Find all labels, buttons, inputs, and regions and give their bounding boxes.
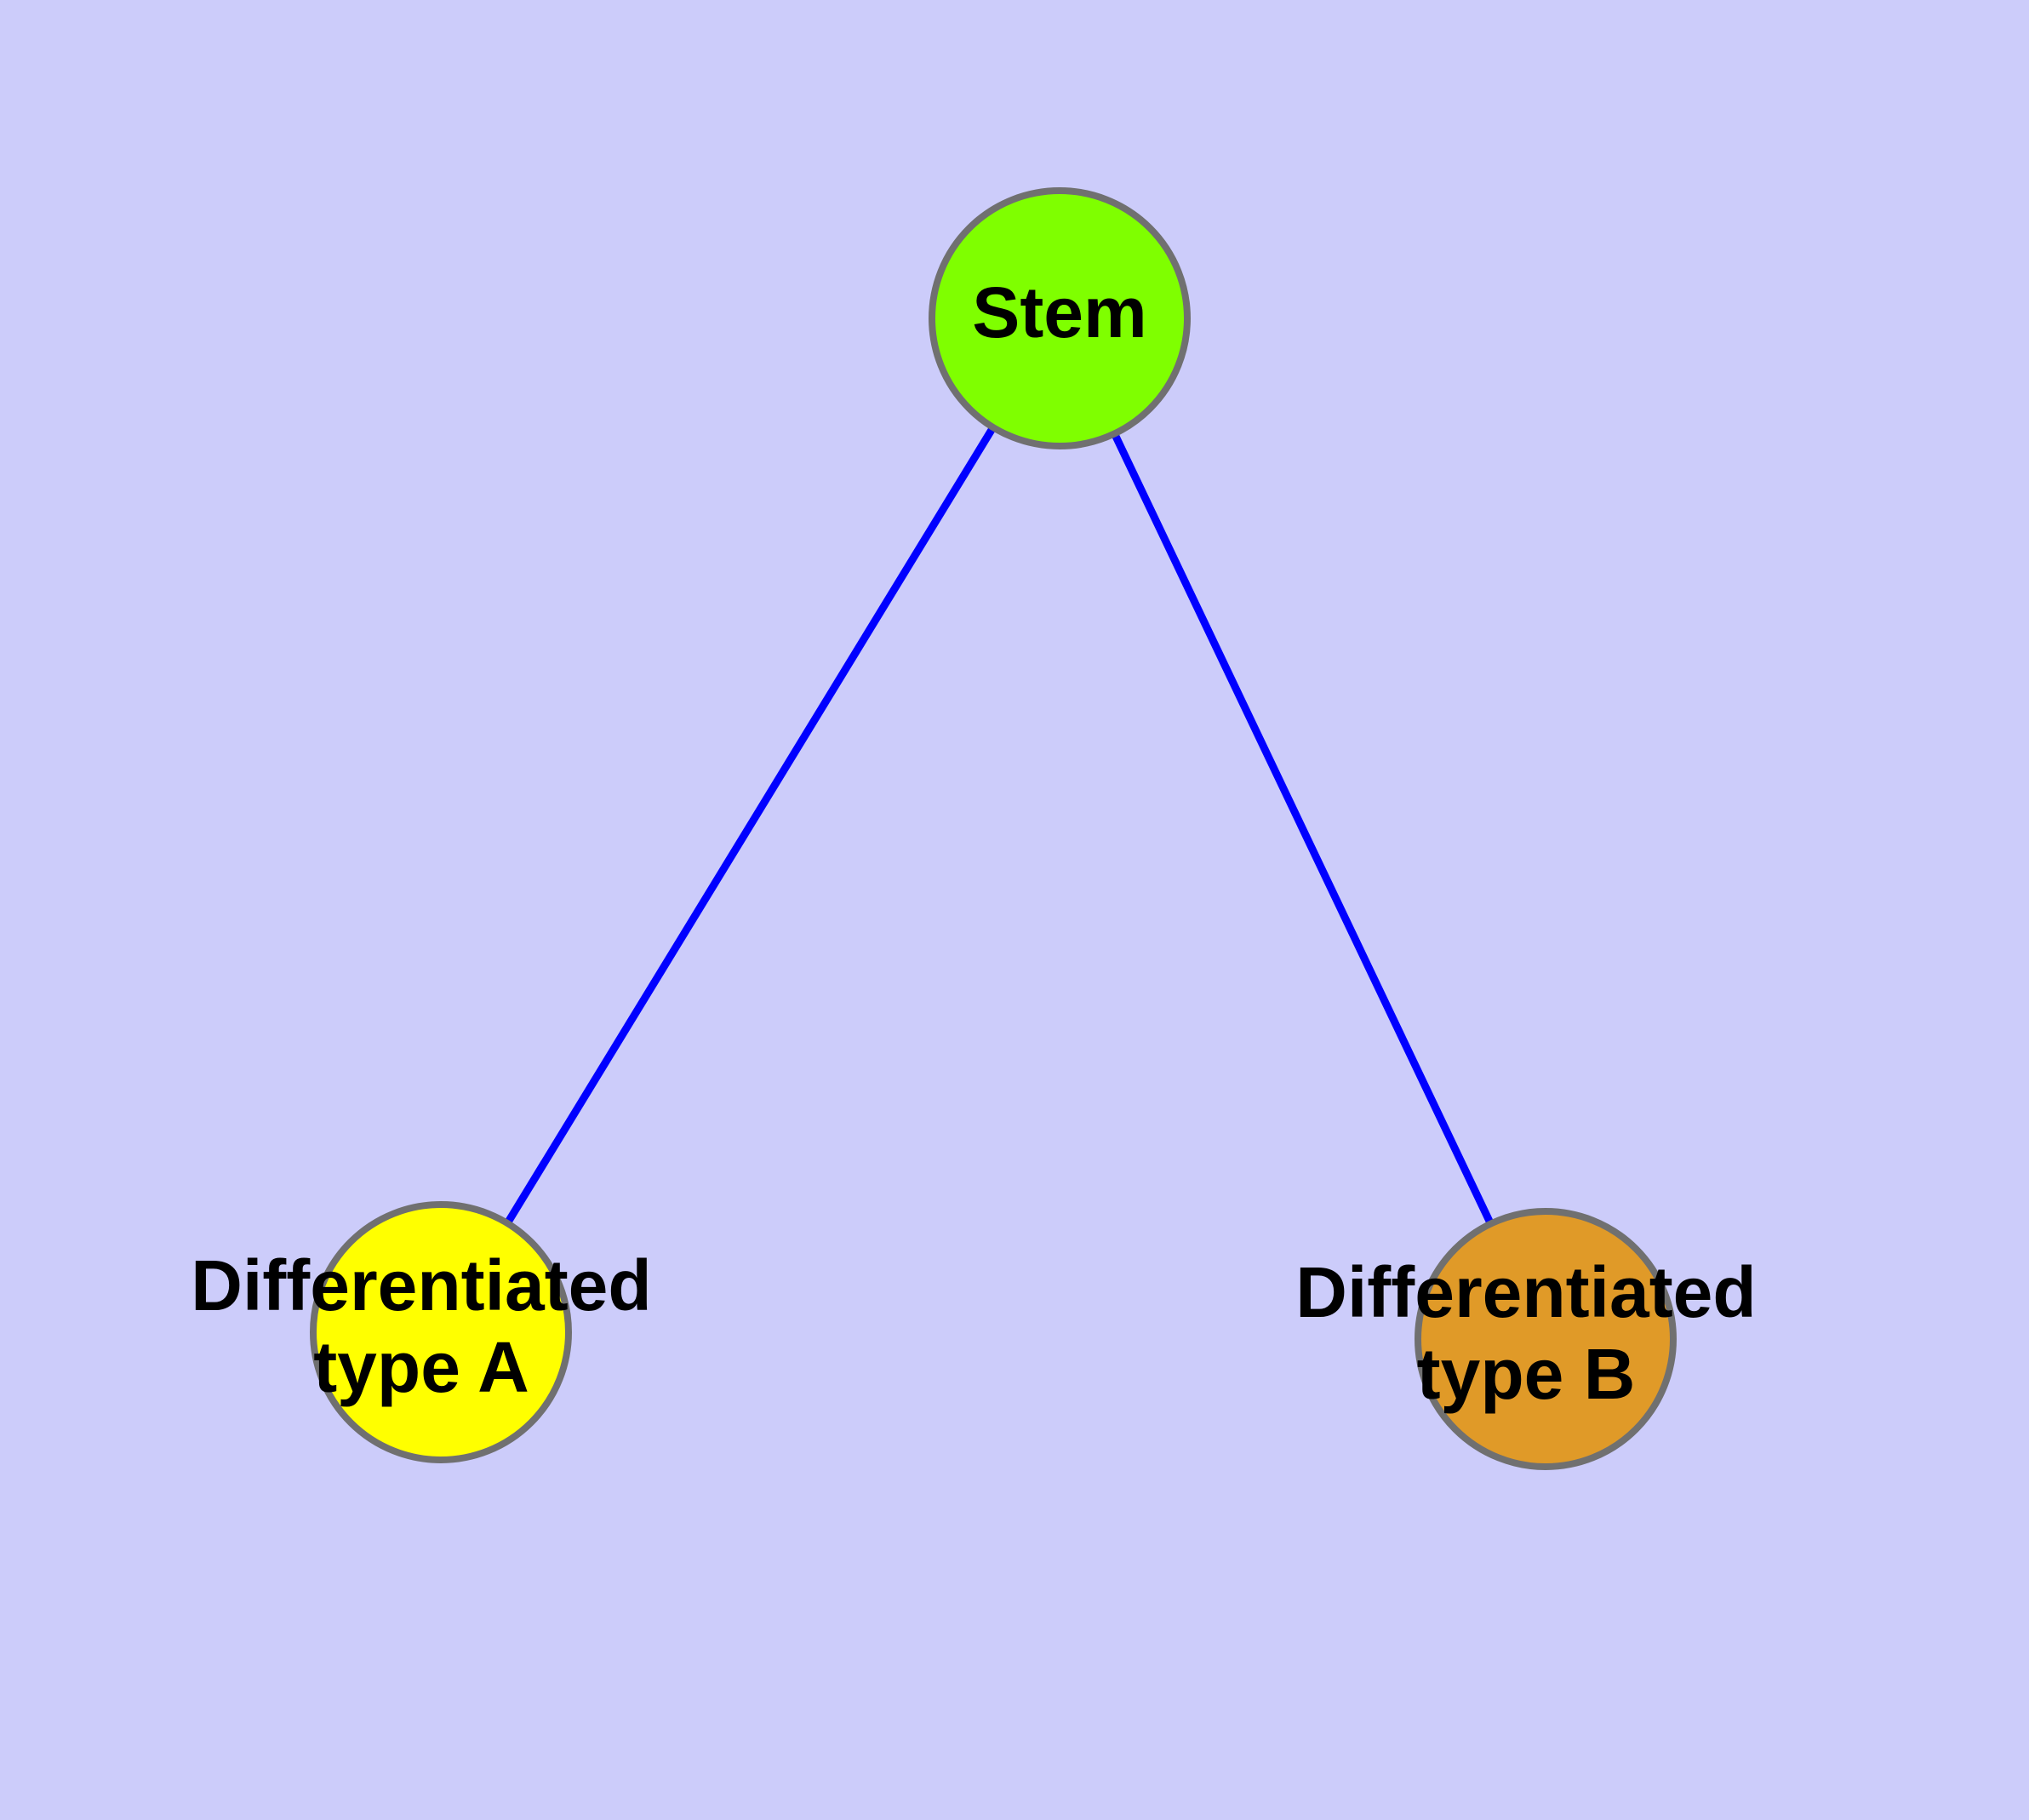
node-label-line: Differentiated [1295, 1252, 1756, 1332]
node-stem[interactable] [929, 187, 1191, 449]
node-label-line: type A [313, 1327, 529, 1407]
node-label-line: type B [1417, 1334, 1636, 1414]
node-diff-a[interactable] [310, 1201, 572, 1463]
edge-stem-to-diff-a [437, 316, 1063, 1335]
edge-stem-to-diff-b [1055, 317, 1550, 1341]
node-label-line: Stem [972, 272, 1146, 352]
edges-layer [437, 316, 1550, 1341]
node-label-stem: Stem [972, 272, 1146, 352]
node-diff-b[interactable] [1415, 1208, 1677, 1470]
nodes-layer [310, 187, 1677, 1470]
node-label-line: Differentiated [191, 1245, 651, 1325]
